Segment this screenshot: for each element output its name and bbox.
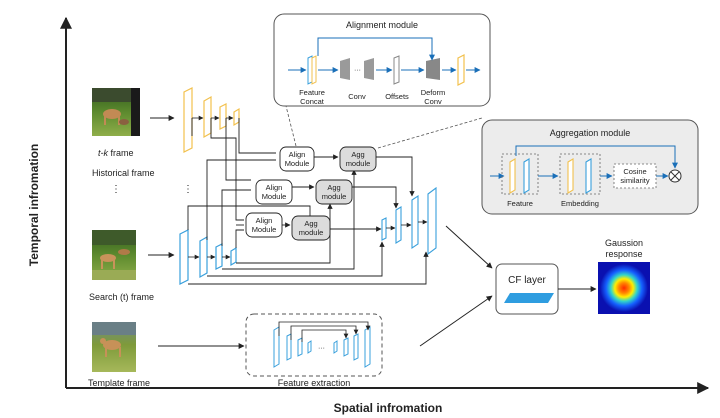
- vertical-ellipsis-features: ⋮: [183, 184, 193, 195]
- historical-frame-label: Historical frame: [92, 168, 155, 178]
- svg-text:module: module: [322, 192, 347, 201]
- alignment-module-title: Alignment module: [346, 20, 418, 30]
- x-axis-label: Spatial infromation: [334, 401, 443, 415]
- agg-module-bottom: Agg module: [291, 215, 331, 241]
- svg-text:···: ···: [354, 67, 361, 74]
- svg-text:Align: Align: [289, 150, 306, 159]
- gaussian-label-line1: Gaussion: [605, 238, 643, 248]
- vertical-ellipsis-frames: ⋮: [111, 184, 121, 195]
- svg-text:Align: Align: [256, 216, 273, 225]
- feature-extraction-label: Feature extraction: [278, 378, 351, 388]
- aggregation-module-title: Aggregation module: [550, 128, 631, 138]
- svg-text:Cosine: Cosine: [623, 167, 646, 176]
- y-axis-label: Temporal infromation: [27, 144, 41, 266]
- align-module-top: Align Module: [279, 146, 315, 172]
- svg-text:Conv: Conv: [424, 97, 442, 106]
- svg-text:Module: Module: [285, 159, 310, 168]
- gaussian-response-map: [598, 262, 650, 314]
- fused-to-cf-arrow: [445, 225, 493, 269]
- aggregation-module-panel: Aggregation module Cosine similarity Fea…: [481, 119, 699, 215]
- svg-text:Module: Module: [262, 192, 287, 201]
- align-module-bottom: Align Module: [245, 212, 283, 238]
- svg-text:module: module: [299, 228, 324, 237]
- svg-text:Deform: Deform: [421, 88, 446, 97]
- template-frame-image: [92, 322, 136, 372]
- svg-text:similarity: similarity: [620, 176, 649, 185]
- agg-module-middle: Agg module: [315, 179, 353, 205]
- tk-frame-image: [92, 88, 140, 136]
- align-zoom-connector: [284, 101, 297, 147]
- gaussian-label-line2: response: [605, 249, 642, 259]
- connection-lines: [187, 118, 429, 285]
- align-module-middle: Align Module: [255, 179, 293, 205]
- fused-feature-stack: [381, 186, 437, 256]
- svg-text:Module: Module: [252, 225, 277, 234]
- alignment-module-panel: Alignment module ··· Feature Concat Conv…: [273, 13, 491, 107]
- svg-text:Agg: Agg: [351, 150, 364, 159]
- template-frame-label: Template frame: [88, 378, 150, 388]
- search-backbone: [179, 229, 237, 285]
- svg-text:Embedding: Embedding: [561, 199, 599, 208]
- svg-text:Align: Align: [266, 183, 283, 192]
- svg-text:Agg: Agg: [304, 219, 317, 228]
- tk-frame-label: t-k frame: [98, 148, 134, 158]
- search-frame-label: Search (t) frame: [89, 292, 154, 302]
- axes: Temporal infromation Spatial infromation: [27, 16, 710, 415]
- svg-text:module: module: [346, 159, 371, 168]
- svg-text:Conv: Conv: [348, 92, 366, 101]
- svg-text:···: ···: [318, 345, 325, 352]
- svg-text:Offsets: Offsets: [385, 92, 409, 101]
- agg-module-top: Agg module: [339, 146, 377, 172]
- feature-extraction-panel: ··· Feature extraction: [245, 313, 383, 388]
- search-frame-image: [92, 230, 136, 280]
- svg-text:CF layer: CF layer: [508, 275, 546, 286]
- agg-zoom-connector: [377, 117, 483, 149]
- svg-text:Concat: Concat: [300, 97, 325, 106]
- svg-text:Agg: Agg: [327, 183, 340, 192]
- svg-text:Feature: Feature: [299, 88, 325, 97]
- cf-layer-box: CF layer: [495, 263, 559, 315]
- template-to-cf-arrow: [419, 295, 493, 347]
- svg-text:Feature: Feature: [507, 199, 533, 208]
